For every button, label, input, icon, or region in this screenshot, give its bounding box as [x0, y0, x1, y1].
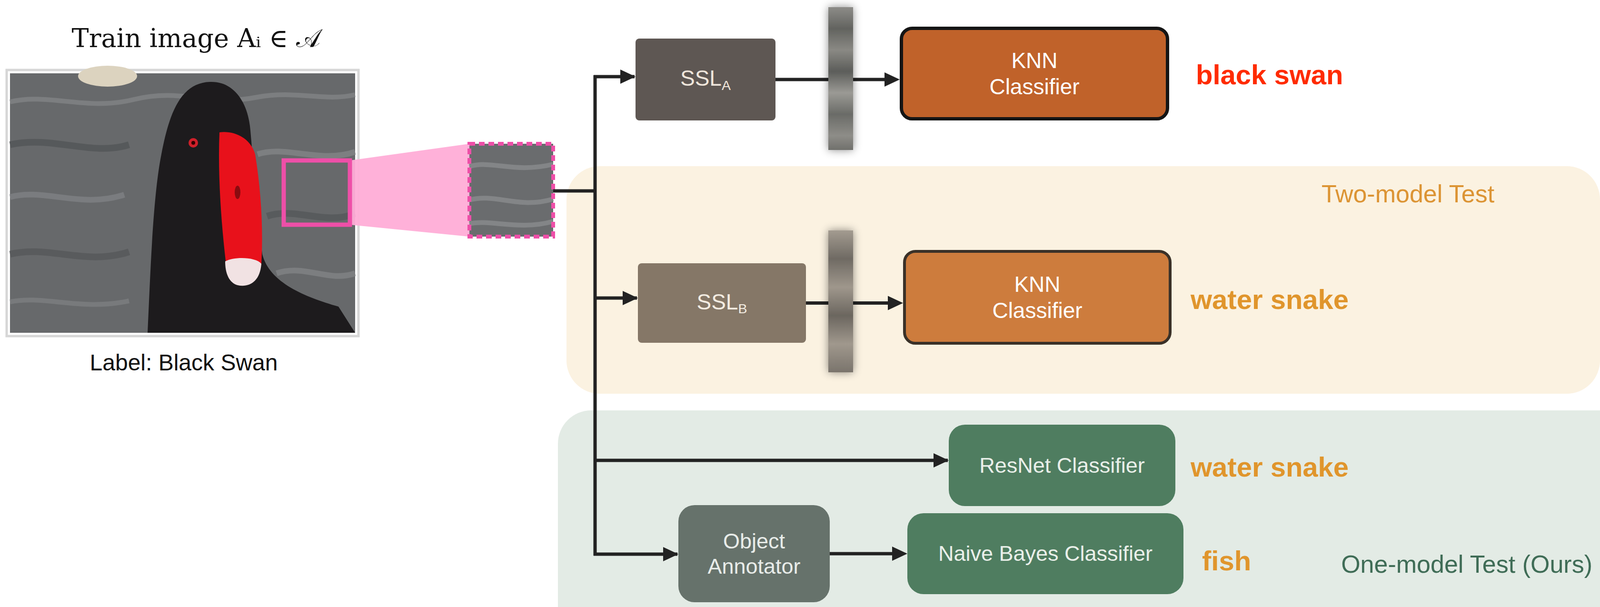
prediction-label: water snake — [1190, 451, 1349, 483]
ripple — [9, 299, 130, 305]
ripple — [9, 251, 130, 258]
label-holder: Label: Black Swan — [89, 349, 279, 376]
swan-eye — [188, 138, 199, 148]
feature-vector — [828, 230, 854, 373]
connector-arrow — [775, 72, 900, 87]
connector-line — [775, 78, 886, 82]
label-holder: black swan — [1195, 58, 1343, 91]
box-text: ResNet Classifier — [979, 452, 1145, 478]
branch-arrow — [593, 296, 637, 300]
box-label: SSL — [696, 289, 739, 315]
box-text: Object Annotator — [694, 528, 814, 579]
ripple — [9, 94, 356, 104]
patch — [469, 143, 554, 237]
subscript: A — [721, 77, 731, 93]
band-label: Two-model Test — [1321, 179, 1495, 209]
branch-arrow — [593, 458, 948, 463]
label-holder: water snake — [1190, 450, 1349, 483]
label-holder: fish — [1202, 544, 1252, 577]
trunk-line — [553, 189, 596, 193]
classifier-box: KNN Classifier — [903, 249, 1172, 345]
swan-beak — [218, 131, 262, 280]
band-title: Two-model Test — [1321, 179, 1495, 208]
box-text: Naive Bayes Classifier — [938, 540, 1153, 567]
swan-pupil — [191, 140, 196, 145]
ripple — [267, 213, 356, 218]
connector-arrow — [805, 296, 904, 311]
branch-arrow — [593, 75, 635, 79]
ripple — [257, 151, 356, 156]
box-label: SSL — [680, 65, 722, 91]
box-text: SSLA — [680, 65, 731, 94]
box-label: KNN Classifier — [989, 48, 1080, 99]
water — [9, 73, 356, 333]
ground-truth-label: Label: Black Swan — [89, 349, 279, 376]
ripple — [276, 270, 356, 277]
connector-arrow — [829, 546, 908, 561]
prediction-label: black swan — [1195, 59, 1343, 90]
arrow-head — [884, 72, 900, 87]
annotator-box: Object Annotator — [678, 505, 830, 603]
box-text: KNN Classifier — [973, 271, 1102, 324]
arrow-head — [887, 296, 904, 311]
box-label: ResNet Classifier — [979, 453, 1145, 478]
classifier-box: Naive Bayes Classifier — [907, 513, 1184, 595]
box-label: KNN Classifier — [992, 271, 1083, 323]
connector-line — [829, 552, 894, 556]
patch-ripple — [469, 164, 554, 226]
classifier-box: ResNet Classifier — [948, 424, 1176, 507]
background-bird — [78, 65, 138, 87]
arrow-head — [892, 546, 908, 561]
label-holder: Train image Aᵢ ∈ 𝒜 — [71, 23, 321, 54]
zoom-wedge — [349, 143, 470, 237]
test-band: One-model Test (Ours) ResNet ClassifierOb… — [557, 410, 1600, 607]
nostril — [234, 185, 241, 199]
photo-frame — [6, 69, 359, 337]
label-holder: water snake — [1190, 283, 1349, 316]
image-title: Train image Aᵢ ∈ 𝒜 — [71, 23, 321, 54]
box-text: KNN Classifier — [970, 47, 1099, 100]
branch-arrow — [593, 552, 678, 557]
swan-body — [147, 81, 356, 333]
band-title: One-model Test (Ours) — [1341, 550, 1593, 578]
encoder-box: SSLB — [637, 263, 806, 343]
box-label: Naive Bayes Classifier — [938, 541, 1153, 566]
ripple — [9, 142, 130, 149]
test-band: Two-model TestSSLB KNN Classifier — [566, 166, 1600, 394]
feature-vector — [828, 7, 854, 150]
patch-border — [469, 143, 554, 237]
connector-line — [805, 301, 889, 305]
prediction-label: water snake — [1190, 283, 1349, 315]
crop-square — [283, 160, 350, 225]
box-text: SSLB — [696, 288, 748, 318]
prediction-label: fish — [1202, 545, 1252, 577]
box-label: Object Annotator — [707, 528, 801, 579]
ripple — [9, 194, 125, 200]
trunk-line — [593, 75, 597, 556]
swan-photo — [9, 65, 356, 333]
band-label: One-model Test (Ours) — [1341, 549, 1593, 579]
subscript: B — [737, 300, 747, 317]
encoder-box: SSLA — [635, 38, 776, 121]
classifier-box: KNN Classifier — [899, 26, 1170, 121]
beak-tip — [225, 258, 262, 286]
